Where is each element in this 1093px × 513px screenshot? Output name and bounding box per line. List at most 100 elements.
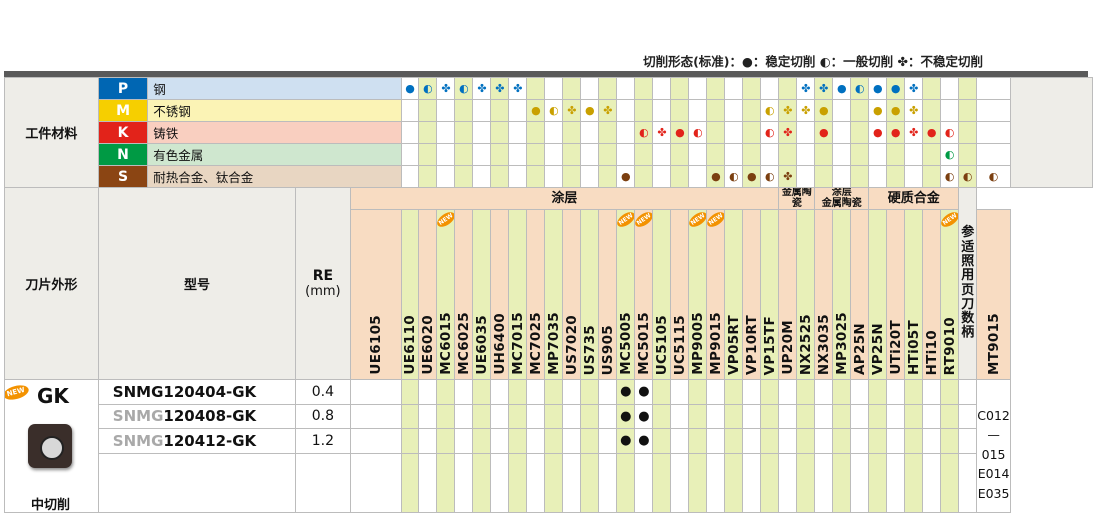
cutting-symbol-s-us735 (598, 165, 618, 188)
cutting-symbol-m-uti20t: ✤ (904, 99, 924, 122)
insert-image-icon (28, 424, 72, 468)
material-name-k: 铸铁 (147, 121, 402, 144)
cutting-symbol-s-uc5105 (670, 165, 690, 188)
cutting-symbol-p-mc5005 (634, 77, 654, 100)
cutting-symbol-p-mp9005 (706, 77, 726, 100)
grade-availability-0-ap25n (850, 379, 870, 405)
grade-availability-1-mp9005 (688, 403, 708, 430)
grade-availability-1-nx3035 (814, 403, 834, 430)
cutting-symbol-k-uh6400 (508, 121, 528, 144)
grade-availability-1-mp3025 (832, 403, 852, 430)
cutting-symbol-m-mc5005 (634, 99, 654, 122)
grade-label: MP9015 (707, 312, 724, 375)
cutting-symbol-k-ue6020 (436, 121, 456, 144)
cutting-symbol-k-uti20t: ✤ (904, 121, 924, 144)
cutting-symbol-k-vp15tf: ✤ (778, 121, 798, 144)
cutting-symbol-p-mp9015 (724, 77, 744, 100)
grade-label: UE6020 (419, 315, 436, 375)
grade-availability-2-mp9005 (688, 428, 708, 454)
grade-empty-cell (832, 452, 852, 513)
grade-name-mp9015: MP9015 NEW (706, 209, 726, 380)
grade-label: UC5115 (671, 314, 688, 375)
grade-availability-2-ue6020 (418, 428, 438, 454)
cutting-symbol-p-uh6400: ✤ (508, 77, 528, 100)
grade-label: UE6035 (473, 315, 490, 375)
cutting-symbol-k-vp25n: ● (886, 121, 906, 144)
grade-label: VP15TF (761, 315, 778, 375)
cutting-symbol-p-us735 (598, 77, 618, 100)
new-badge: NEW (707, 210, 724, 230)
cutting-symbol-s-mp3025 (850, 165, 870, 188)
cutting-symbol-p-ap25n: ● (868, 77, 888, 100)
cutting-symbol-n-mp9005 (706, 143, 726, 166)
cutting-symbol-p-uc5105 (670, 77, 690, 100)
cutting-symbol-p-ue6035: ✤ (490, 77, 510, 100)
grade-availability-1-mc7015 (508, 403, 528, 430)
grade-availability-0-uh6400 (490, 379, 510, 405)
cutting-symbol-k-ue6110 (418, 121, 438, 144)
cutting-symbol-s-up20m (796, 165, 816, 188)
grade-label: UC5105 (653, 314, 670, 375)
grade-name-uc5115: UC5115 (670, 209, 690, 380)
grade-name-ap25n: AP25N (850, 209, 870, 380)
grade-name-us905: US905 (598, 209, 618, 380)
cutting-symbol-p-vp25n: ● (886, 77, 906, 100)
material-name-m: 不锈钢 (147, 99, 402, 122)
grade-name-mc7015: MC7015 (508, 209, 528, 380)
grade-availability-0-vp05rt (724, 379, 744, 405)
grade-label: HTi05T (905, 320, 922, 375)
grade-availability-1-mp9015 (706, 403, 726, 430)
cutting-symbol-n-us735 (598, 143, 618, 166)
cutting-symbol-n-uc5115 (688, 143, 708, 166)
grade-empty-cell (688, 452, 708, 513)
grade-availability-0-mp9005 (688, 379, 708, 405)
grade-availability-2-mt9015 (958, 428, 978, 454)
cutting-symbol-p-mt9015 (976, 77, 1011, 100)
reference-page-header: 参适照用页刀数柄 (958, 187, 978, 380)
material-name-s: 耐热合金、钛合金 (147, 165, 402, 188)
cutting-symbol-p-ue6020: ✤ (436, 77, 456, 100)
cutting-symbol-n-nx2525 (814, 143, 834, 166)
grade-label: MC7025 (527, 312, 544, 375)
grade-group-3: 硬质合金 (868, 187, 960, 210)
cutting-symbol-n-uc5105 (670, 143, 690, 166)
grade-empty-cell (472, 452, 492, 513)
grade-empty-cell (904, 452, 924, 513)
grade-empty-cell (724, 452, 744, 513)
grade-empty-cell (868, 452, 888, 513)
cutting-symbol-k-mc6015 (454, 121, 474, 144)
cutting-symbol-m-us7020: ● (580, 99, 600, 122)
grade-empty-cell (850, 452, 870, 513)
grade-empty-cell (580, 452, 600, 513)
cutting-symbol-p-mc5015 (652, 77, 672, 100)
grade-availability-1-mc5005: ● (616, 403, 636, 430)
cutting-symbol-n-mp9015 (724, 143, 744, 166)
grade-availability-1-ap25n (850, 403, 870, 430)
cutting-symbol-p-uti20t: ✤ (904, 77, 924, 100)
grade-empty-cell (616, 452, 636, 513)
cutting-symbol-k-ue6105 (400, 121, 420, 144)
cutting-symbol-n-vp25n (886, 143, 906, 166)
grade-empty-cell (670, 452, 690, 513)
grade-availability-2-mc5015: ● (634, 428, 654, 454)
grade-availability-1-nx2525 (796, 403, 816, 430)
cutting-symbol-s-vp15tf: ✤ (778, 165, 798, 188)
cutting-symbol-s-mc7015 (526, 165, 546, 188)
cutting-symbol-k-nx2525: ● (814, 121, 834, 144)
grade-availability-0-uc5105 (652, 379, 672, 405)
cutting-symbol-n-hti10: ◐ (940, 143, 960, 166)
grade-name-mc7025: MC7025 (526, 209, 546, 380)
cutting-symbol-k-rt9010 (958, 121, 978, 144)
cutting-symbol-k-us735 (598, 121, 618, 144)
cutting-symbol-p-mc6015: ◐ (454, 77, 474, 100)
grade-empty-cell (526, 452, 546, 513)
grade-empty-cell (886, 452, 906, 513)
grade-availability-1-uc5115 (670, 403, 690, 430)
grade-availability-1-us7020 (562, 403, 582, 430)
cutting-symbol-m-mp3025 (850, 99, 870, 122)
cutting-symbol-p-vp15tf (778, 77, 798, 100)
cutting-symbol-s-rt9010: ◐ (958, 165, 978, 188)
cutting-symbol-m-mp9005 (706, 99, 726, 122)
cutting-symbol-k-us7020 (580, 121, 600, 144)
